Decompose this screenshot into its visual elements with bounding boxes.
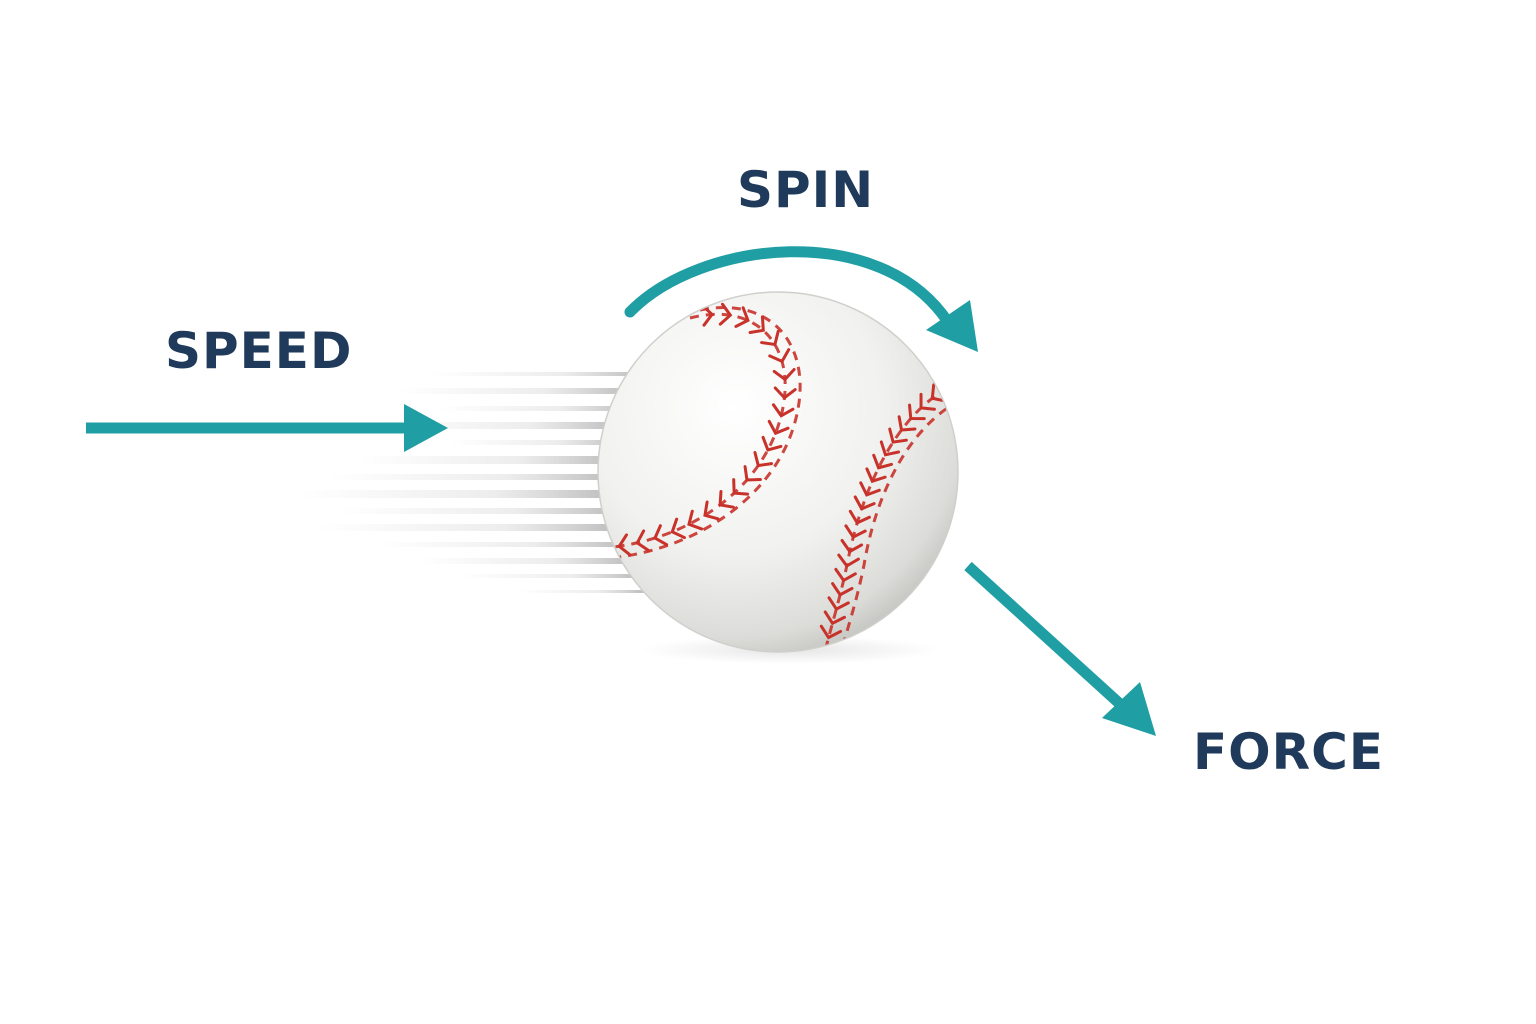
seam-stitch	[753, 450, 774, 468]
seam-stitch	[732, 478, 750, 496]
seam-stitch	[844, 524, 867, 540]
seam-stitch	[827, 596, 850, 611]
seam-stitch	[703, 500, 720, 521]
motion-blur-streaks	[300, 372, 650, 593]
seam-stitch	[831, 582, 854, 597]
seam-stitch	[761, 435, 783, 452]
arrow-down-right-icon	[964, 561, 1156, 736]
seam-stitch	[888, 427, 908, 444]
seam-stitch	[700, 303, 715, 327]
seam-stitch	[743, 465, 762, 482]
seam-stitch	[823, 610, 847, 626]
seam-stitch	[772, 367, 796, 382]
seam-stitch	[653, 524, 669, 547]
baseball-icon	[597, 291, 959, 664]
seam-stitch	[748, 315, 765, 335]
seam-stitch	[635, 529, 650, 552]
seam-stitch	[768, 348, 791, 364]
force-label: FORCE	[1193, 723, 1385, 781]
seam-stitch	[879, 440, 901, 457]
seam-stitch	[670, 517, 686, 540]
seam-stitch	[760, 329, 780, 347]
seam-stitch	[734, 306, 750, 328]
seam-stitch	[767, 419, 790, 436]
curved-arrow-icon	[624, 246, 978, 352]
seam-stitch	[771, 403, 795, 418]
seam-stitch	[834, 567, 857, 583]
seam-stitch	[897, 415, 917, 432]
seam-stitch	[837, 553, 860, 568]
seam-stitch	[718, 302, 733, 326]
seam-stitch	[848, 509, 871, 525]
seam-stitch	[908, 403, 926, 421]
seam-stitch	[687, 509, 704, 531]
arrow-right-icon	[86, 404, 448, 452]
seam-stitch	[840, 538, 864, 554]
seam-stitch	[859, 481, 881, 497]
spin-label: SPIN	[737, 161, 875, 219]
seam-stitch	[919, 392, 936, 411]
seam-stitch	[853, 495, 876, 511]
speed-label: SPEED	[165, 322, 353, 380]
seam-stitch	[773, 386, 797, 400]
seam-stitch	[930, 383, 947, 403]
seam-stitch	[865, 467, 887, 484]
seam-stitch	[617, 533, 632, 557]
seam-stitch	[819, 624, 843, 640]
seam-stitch	[872, 453, 894, 470]
seam-stitch	[718, 489, 735, 509]
